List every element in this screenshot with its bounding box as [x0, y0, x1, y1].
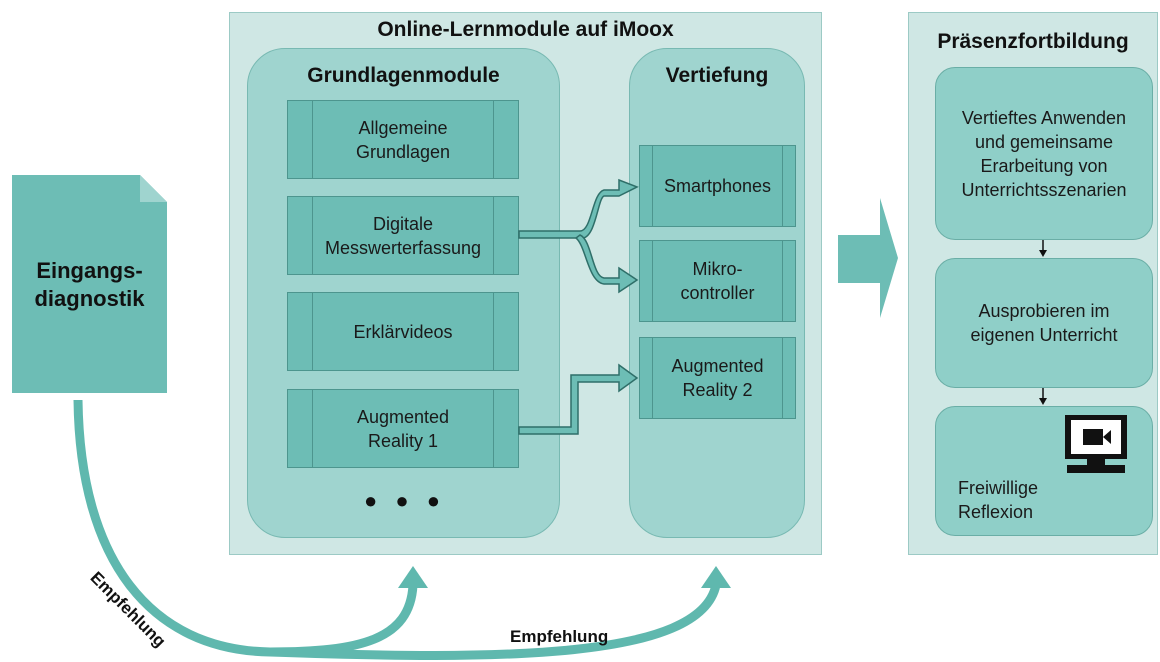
module-augmented-reality-1: Augmented Reality 1 [287, 389, 519, 468]
module-label: Mikro- controller [680, 259, 755, 303]
module-label: Erklärvideos [353, 321, 453, 342]
module-label: Smartphones [663, 176, 772, 196]
module-microcontroller: Mikro- controller [639, 240, 796, 322]
recommendation-label-bottom: Empfehlung [510, 627, 609, 646]
basics-title: Grundlagenmodule [307, 64, 500, 87]
module-label: Allgemeine Grundlagen [355, 117, 451, 162]
step-label: Ausprobieren im eigenen Unterricht [970, 301, 1118, 345]
recommendation-arrow-deepening [269, 583, 721, 660]
presence-step-apply: Vertieftes Anwenden und gemeinsame Erarb… [935, 67, 1153, 240]
module-explainer-videos: Erklärvideos [287, 292, 519, 371]
module-general-basics: Allgemeine Grundlagen [287, 100, 519, 179]
module-smartphones: Smartphones [639, 145, 796, 227]
module-digital-measurement: Digitale Messwerterfassung [287, 196, 519, 275]
entry-document: Eingangs- diagnostik [12, 175, 167, 393]
module-label: Digitale Messwerterfassung [324, 213, 482, 258]
entry-label: Eingangs- diagnostik [34, 258, 145, 311]
recommendation-arrowhead-basics [398, 566, 428, 588]
module-label: Augmented Reality 1 [356, 406, 450, 451]
step-label: Freiwillige Reflexion [958, 478, 1039, 522]
online-modules-title: Online-Lernmodule auf iMoox [377, 18, 674, 41]
module-augmented-reality-2: Augmented Reality 2 [639, 337, 796, 419]
more-modules-ellipsis: ● ● ● [363, 488, 447, 513]
recommendation-arrowhead-deepening [701, 566, 731, 588]
presence-title: Präsenzfortbildung [937, 30, 1129, 53]
recommendation-arrow-basics [73, 399, 418, 657]
block-arrow [838, 198, 898, 318]
deepening-title: Vertiefung [665, 64, 769, 87]
presence-step-try: Ausprobieren im eigenen Unterricht [935, 258, 1153, 388]
module-label: Augmented Reality 2 [671, 356, 764, 400]
step-label: Vertieftes Anwenden und gemeinsame Erarb… [961, 107, 1127, 200]
monitor-video-icon [1063, 414, 1129, 476]
